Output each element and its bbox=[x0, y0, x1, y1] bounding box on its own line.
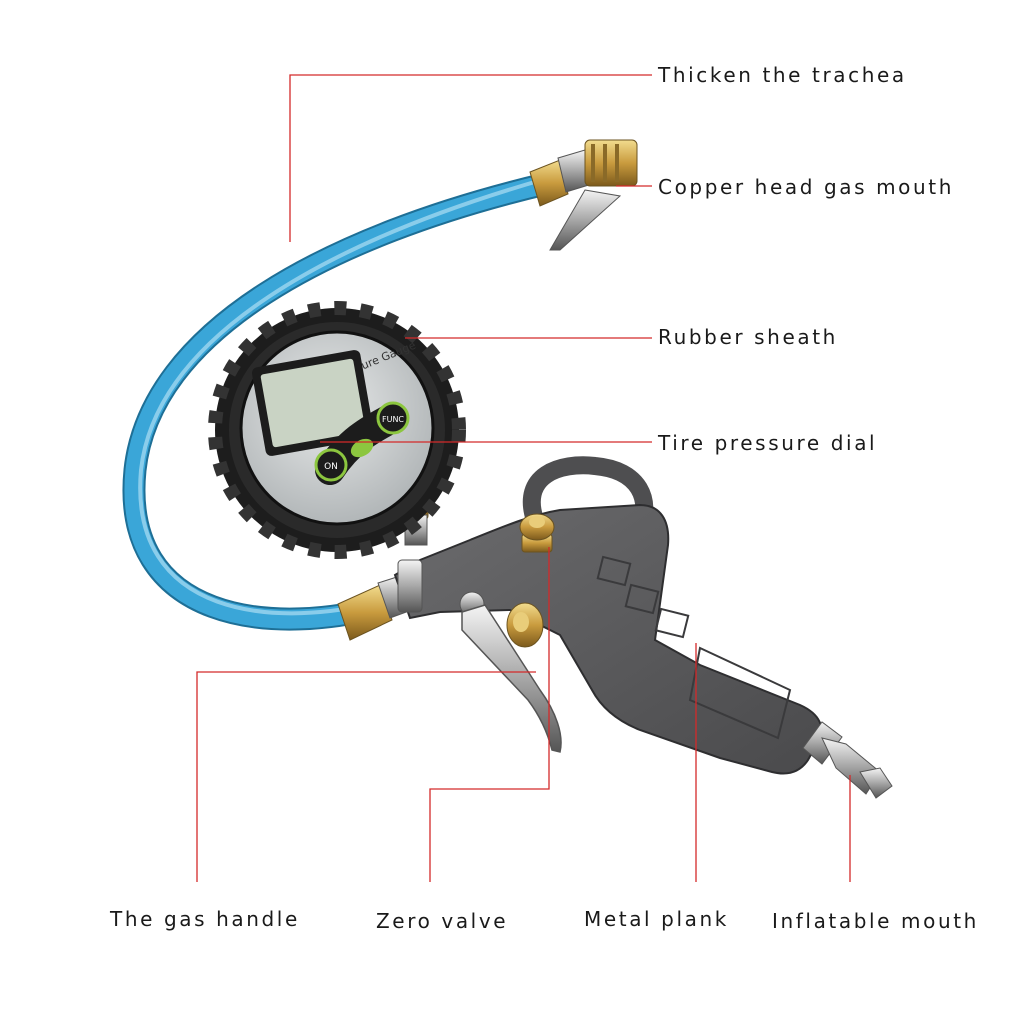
label-thicken-the-trachea: Thicken the trachea bbox=[658, 63, 907, 87]
inflatable-mouth bbox=[802, 721, 893, 799]
gun-hanger-loop bbox=[522, 456, 654, 539]
leader-zero-valve bbox=[429, 547, 550, 882]
label-inflatable-mouth: Inflatable mouth bbox=[772, 909, 979, 933]
leader-lines bbox=[196, 74, 851, 882]
green-swoosh bbox=[350, 438, 374, 458]
label-the-gas-handle: The gas handle bbox=[110, 907, 300, 931]
on-button[interactable] bbox=[314, 448, 348, 482]
body-recess-3 bbox=[654, 607, 690, 639]
leader-gas-handle bbox=[196, 671, 536, 882]
body-recess-2 bbox=[624, 583, 660, 615]
gun-neck bbox=[397, 559, 423, 613]
metal-plank-recess bbox=[688, 646, 792, 740]
hose bbox=[122, 172, 557, 631]
side-knob bbox=[506, 602, 544, 648]
label-rubber-sheath: Rubber sheath bbox=[658, 325, 838, 349]
leader-thicken-trachea bbox=[289, 74, 652, 242]
body-recess-1 bbox=[596, 555, 632, 587]
gas-handle-lever[interactable] bbox=[459, 591, 562, 753]
lcd-display bbox=[260, 358, 366, 448]
label-copper-head-gas-mouth: Copper head gas mouth bbox=[658, 175, 955, 199]
gun-body bbox=[393, 503, 823, 775]
label-metal-plank: Metal plank bbox=[584, 907, 729, 931]
zero-valve[interactable] bbox=[519, 513, 555, 553]
copper-head-chuck bbox=[529, 139, 638, 251]
tire-pressure-dial: Digital Pressure Gauge FUNC ON bbox=[239, 330, 435, 526]
on-button-label: ON bbox=[324, 462, 338, 472]
func-button[interactable] bbox=[376, 401, 410, 435]
func-button-label: FUNC bbox=[382, 415, 404, 424]
label-zero-valve: Zero valve bbox=[376, 909, 509, 933]
label-tire-pressure-dial: Tire pressure dial bbox=[658, 431, 878, 455]
